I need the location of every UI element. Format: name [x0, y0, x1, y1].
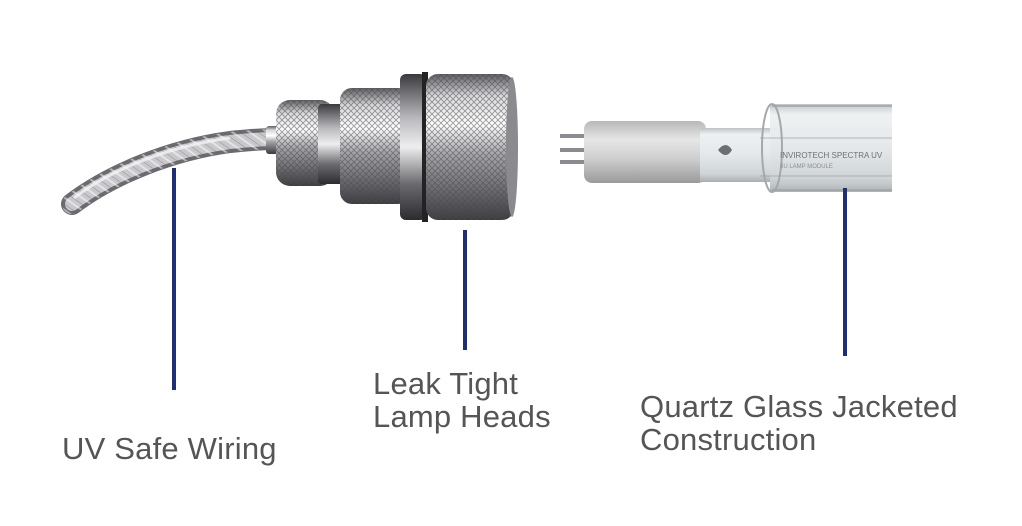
lamp-heads-label-line2: Lamp Heads [373, 399, 551, 434]
braided-cable [61, 128, 286, 215]
quartz-label-line2: Construction [640, 422, 817, 457]
lamp-heads-label-line1: Leak Tight [373, 366, 519, 401]
lamp-head-connector [266, 72, 518, 222]
quartz-pointer-line [843, 188, 847, 356]
wiring-label: UV Safe Wiring [62, 432, 277, 465]
lamp-head-pointer-line [463, 230, 467, 350]
uv-lamp: INVIROTECH SPECTRA UV 5U LAMP MODULE [560, 103, 892, 193]
wiring-pointer-line [172, 168, 176, 390]
sleeve-print-line2: 5U LAMP MODULE [780, 164, 833, 170]
sleeve-print-line1: INVIROTECH SPECTRA UV [780, 151, 883, 160]
quartz-label-line1: Quartz Glass Jacketed [640, 389, 958, 424]
quartz-label: Quartz Glass Jacketed Construction [640, 390, 958, 456]
wiring-label-line1: UV Safe Wiring [62, 431, 277, 466]
lamp-heads-label: Leak Tight Lamp Heads [373, 367, 551, 433]
